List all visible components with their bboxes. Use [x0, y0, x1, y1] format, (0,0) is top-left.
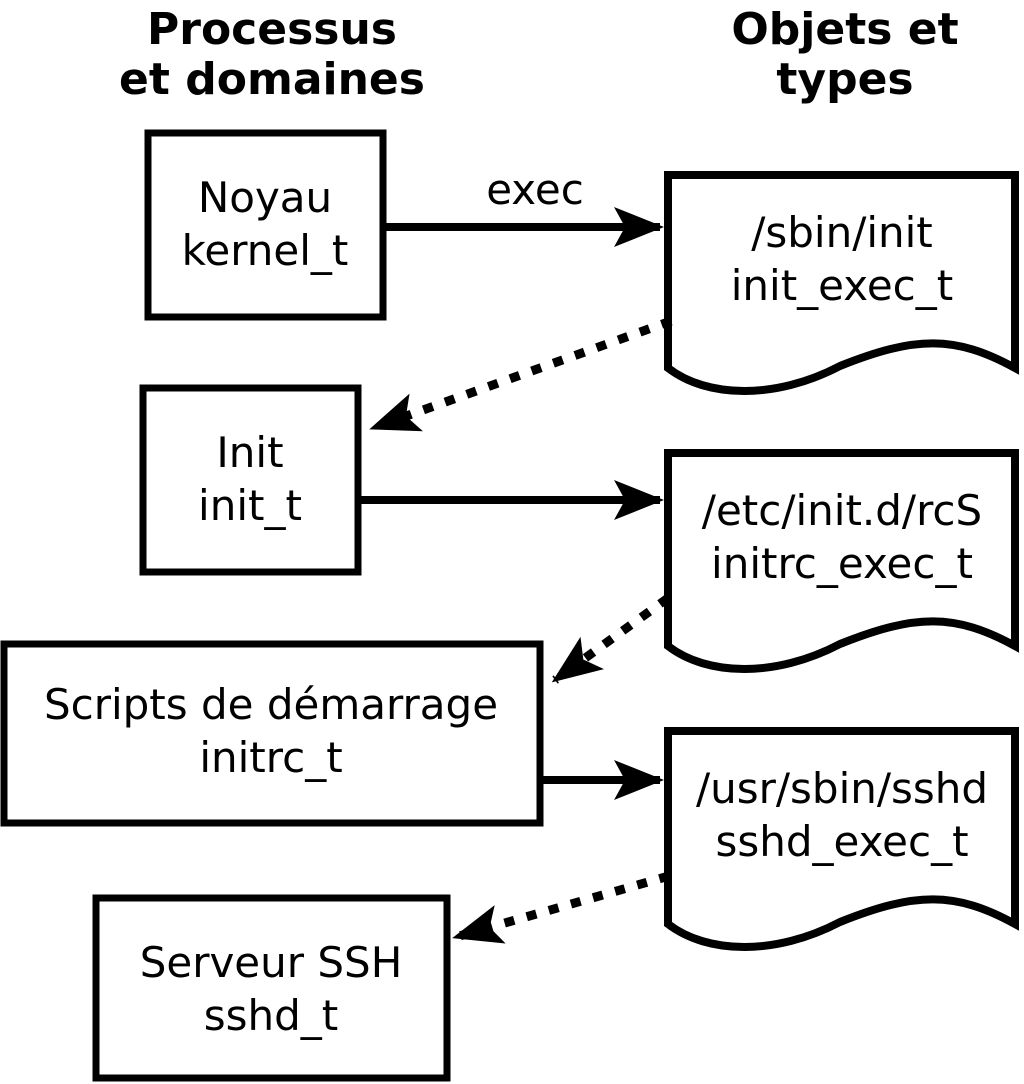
process-kernel-name: Noyau — [198, 173, 332, 222]
object-sshd-exec-path: /usr/sbin/sshd — [696, 764, 988, 813]
header-processes-line1: Processus — [147, 4, 397, 55]
transition-arrow-to-sshd — [452, 871, 671, 944]
column-header-processes: Processus et domaines — [119, 4, 425, 105]
object-initrc-exec-type: initrc_exec_t — [711, 539, 973, 588]
column-header-objects: Objets et types — [731, 4, 958, 105]
process-box-init: Init init_t — [139, 384, 362, 576]
header-processes-line2: et domaines — [119, 54, 425, 105]
process-box-sshd: Serveur SSH sshd_t — [92, 894, 451, 1082]
transition-arrow-to-initrc — [551, 594, 671, 684]
document-initrc-exec: /etc/init.d/rcS initrc_exec_t — [664, 449, 1019, 673]
process-init-name: Init — [216, 428, 283, 477]
object-initrc-exec-path: /etc/init.d/rcS — [702, 486, 982, 535]
process-sshd-type: sshd_t — [204, 991, 339, 1040]
object-sshd-exec-type: sshd_exec_t — [715, 817, 968, 866]
process-kernel-type: kernel_t — [182, 226, 349, 275]
process-init-type: init_t — [198, 481, 302, 530]
process-sshd-name: Serveur SSH — [140, 938, 403, 987]
document-sshd-exec: /usr/sbin/sshd sshd_exec_t — [664, 727, 1019, 951]
exec-arrow-label: exec — [486, 165, 584, 214]
object-init-exec-path: /sbin/init — [751, 208, 933, 257]
object-init-exec-type: init_exec_t — [731, 261, 954, 310]
header-objects-line2: types — [776, 54, 913, 105]
header-objects-line1: Objets et — [731, 4, 958, 55]
document-init-exec: /sbin/init init_exec_t — [664, 171, 1019, 395]
exec-arrow-kernel-to-init: exec — [383, 165, 664, 247]
process-box-initrc: Scripts de démarrage initrc_t — [0, 640, 544, 827]
process-box-kernel: Noyau kernel_t — [144, 129, 387, 321]
process-initrc-type: initrc_t — [199, 733, 342, 782]
process-initrc-name: Scripts de démarrage — [44, 680, 498, 729]
transition-arrow-to-init — [369, 316, 673, 433]
